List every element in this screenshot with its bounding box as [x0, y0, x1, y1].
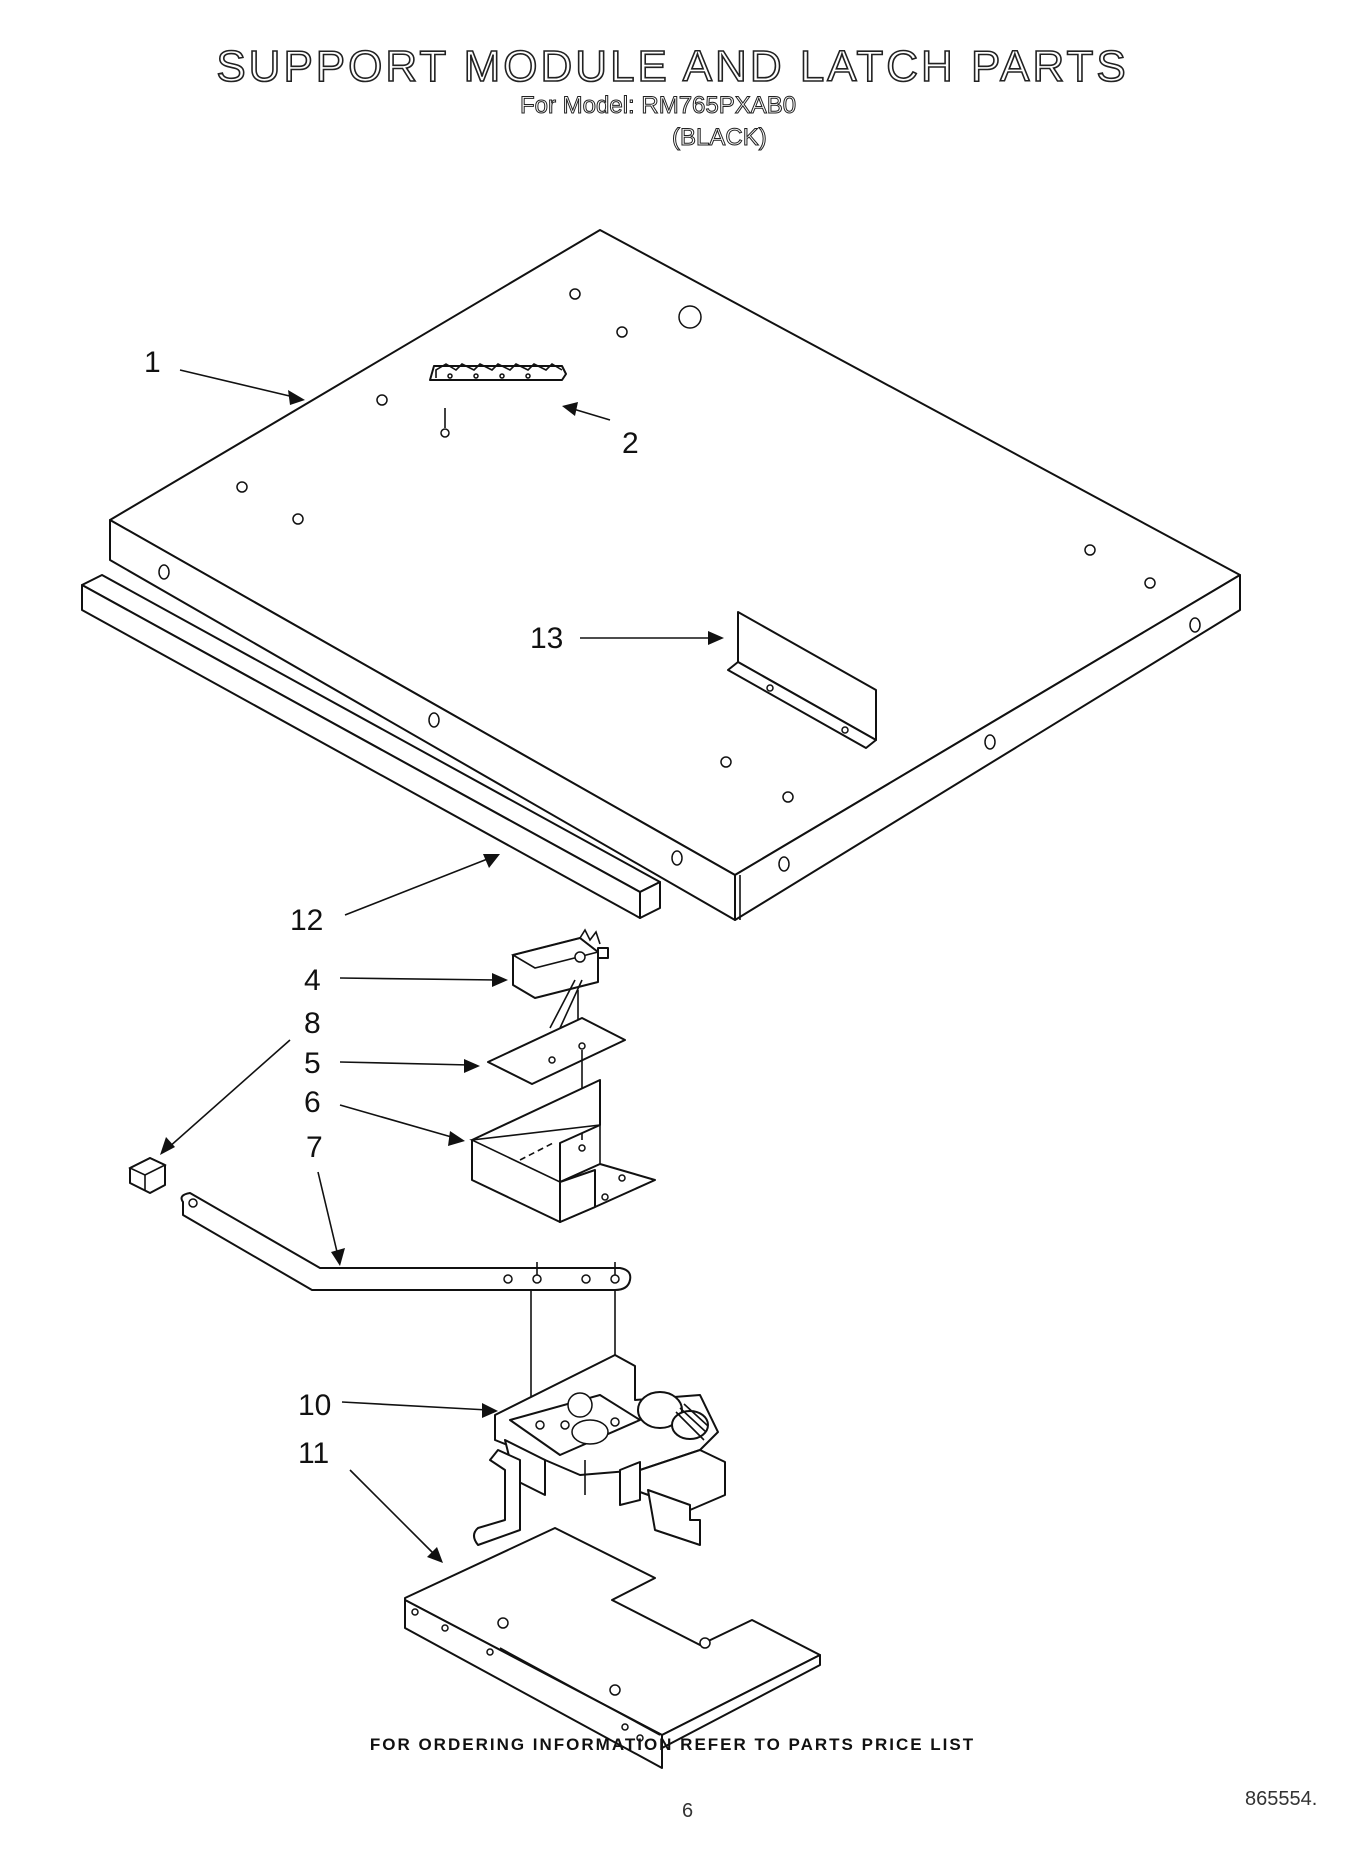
page-title: SUPPORT MODULE AND LATCH PARTS: [216, 41, 1129, 92]
part-2-terminal-block: [429, 362, 567, 438]
callout-12: 12: [290, 904, 323, 937]
page-number: 6: [682, 1800, 694, 1822]
color-variant: (BLACK): [672, 124, 768, 152]
model-line: For Model: RM765PXAB0: [519, 92, 797, 120]
part-4-switch: [510, 928, 609, 1050]
callout-4: 4: [304, 964, 321, 997]
callout-11: 11: [298, 1437, 329, 1470]
callout-6: 6: [304, 1086, 321, 1119]
document-number: 865554.: [1245, 1788, 1318, 1810]
callout-1: 1: [144, 346, 161, 379]
callout-7: 7: [306, 1131, 323, 1164]
part-11-base-plate: [404, 1527, 821, 1769]
part-7-latch-arm: [180, 1192, 632, 1410]
callout-10: 10: [298, 1389, 331, 1422]
callout-labels: 1 2 13 12 4 8 5 6 7 10 11: [144, 346, 639, 1470]
part-10-latch-assembly: [473, 1354, 726, 1546]
callout-8: 8: [304, 1007, 321, 1040]
part-13-bracket: [727, 611, 877, 749]
leader-lines: [160, 369, 724, 1563]
part-12-seal-strip: [81, 574, 661, 919]
callout-5: 5: [304, 1047, 321, 1080]
part-6-switch-housing: [469, 1079, 656, 1223]
callout-2: 2: [622, 427, 639, 460]
callout-13: 13: [530, 622, 563, 655]
ordering-note: FOR ORDERING INFORMATION REFER TO PARTS …: [369, 1735, 976, 1754]
part-8-bumper: [128, 1157, 167, 1194]
part-1-support-panel: [109, 229, 1241, 921]
